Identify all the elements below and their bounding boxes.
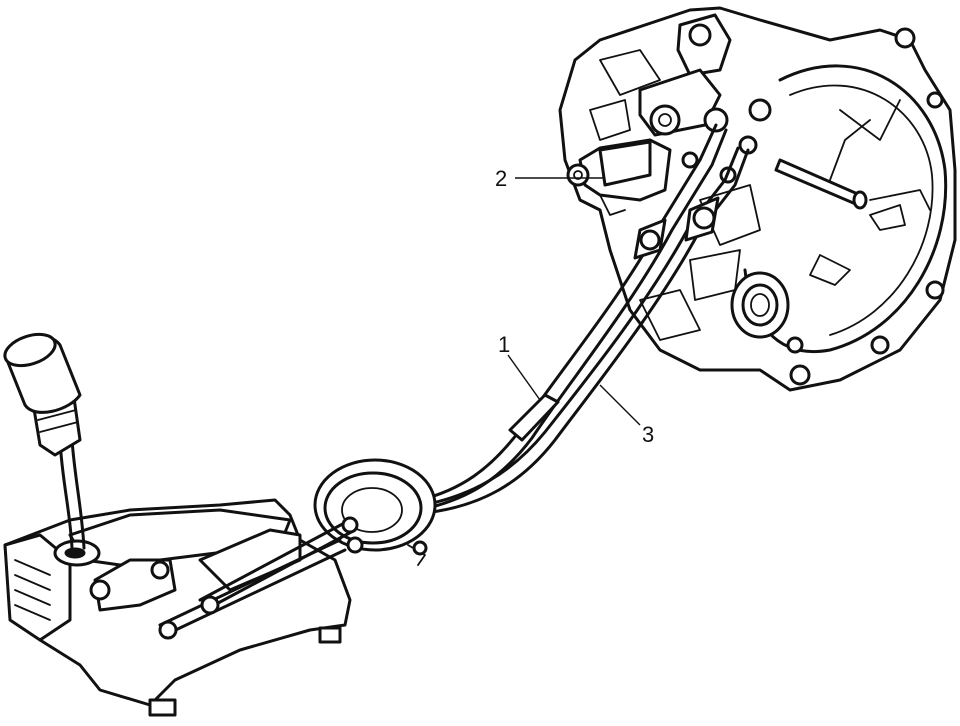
callout-2-label: 2 (495, 166, 507, 191)
callout-1: 1 (498, 332, 541, 401)
cable-grommet (313, 458, 437, 566)
gear-lever-assembly (3, 332, 364, 717)
callout-3: 3 (599, 384, 654, 447)
gearbox-housing (558, 6, 957, 392)
shift-cable (426, 146, 750, 514)
callout-1-label: 1 (498, 332, 510, 357)
callout-1-leader (507, 354, 541, 401)
selector-cable (418, 123, 728, 510)
callout-3-leader (599, 384, 641, 426)
callout-2: 2 (495, 166, 605, 191)
cable-bracket (566, 138, 672, 216)
callout-3-label: 3 (642, 422, 654, 447)
